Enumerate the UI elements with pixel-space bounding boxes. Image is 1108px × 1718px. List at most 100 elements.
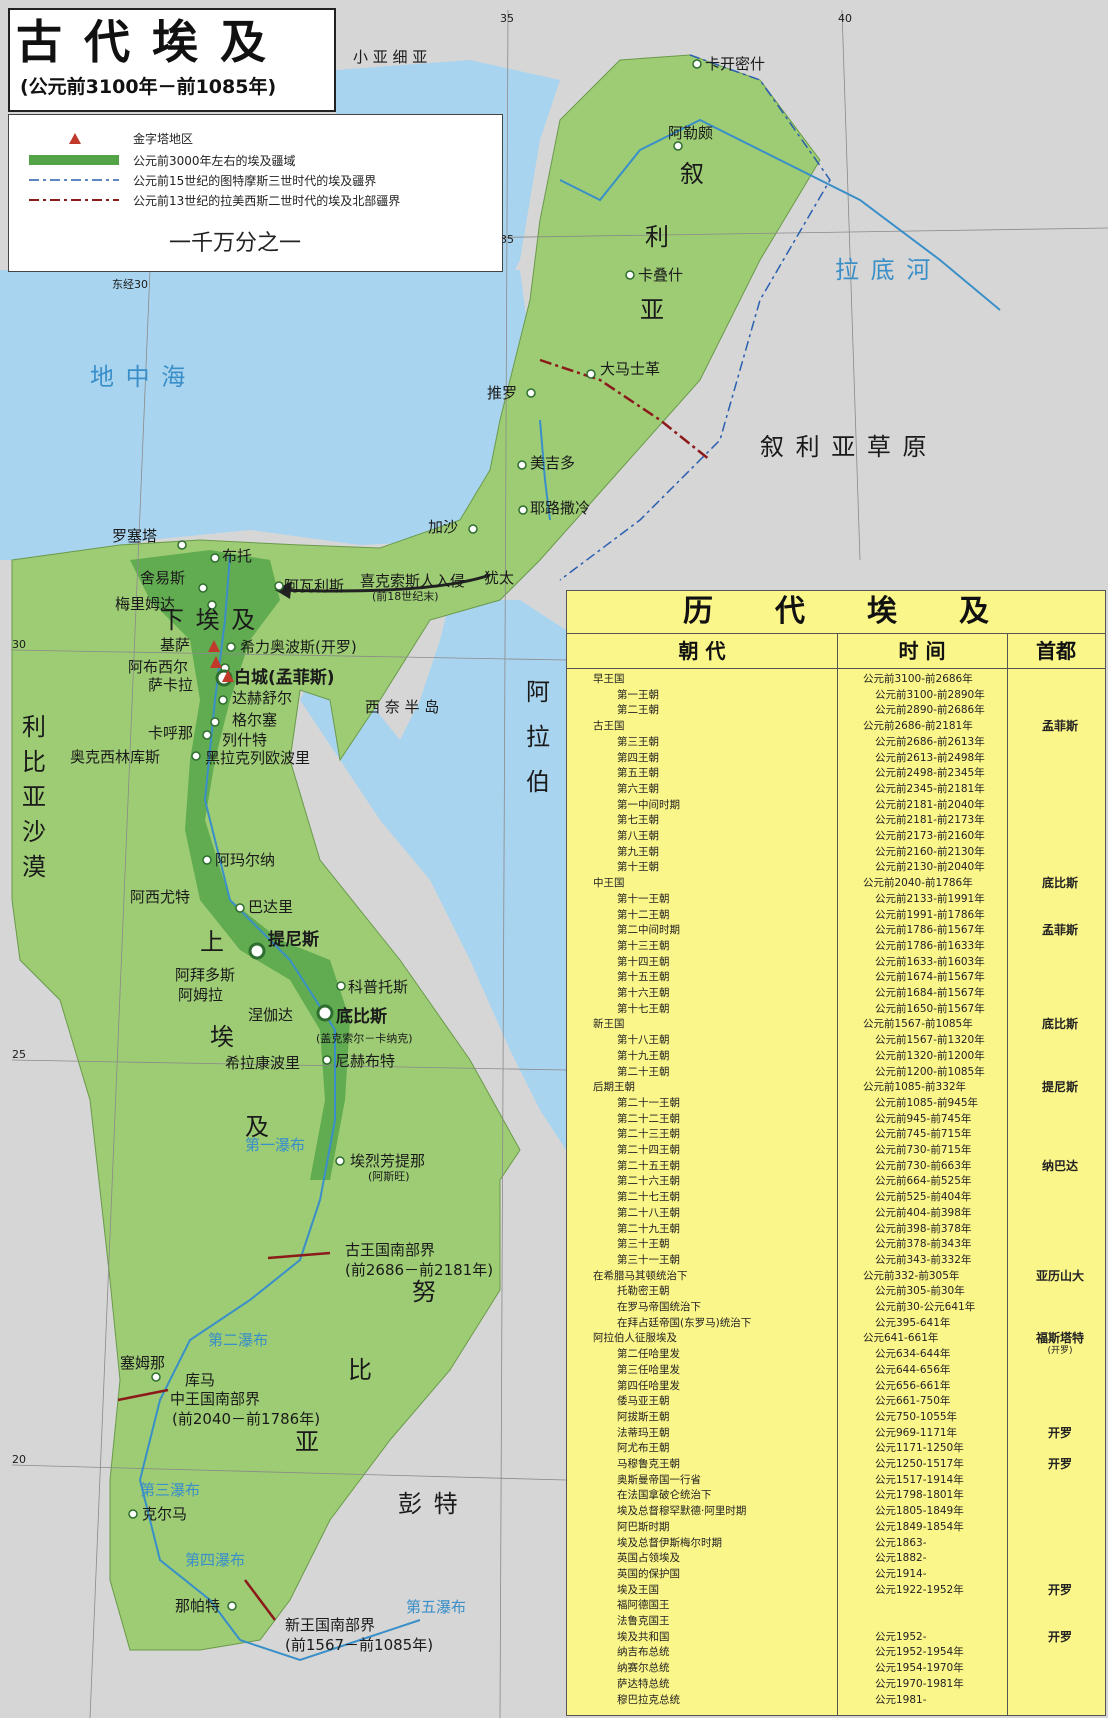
label-nk-border: 新王国南部界 <box>285 1616 375 1634</box>
dynasty-time: 公元前1674-前1567年 <box>875 971 985 984</box>
label-upper-3: 及 <box>245 1113 271 1141</box>
dynasty-name: 第十王朝 <box>617 861 659 874</box>
map-subtitle: (公元前3100年－前1085年) <box>20 76 277 98</box>
table-row: 第四任哈里发公元656-661年 <box>567 1378 1105 1394</box>
dynasty-name: 第十六王朝 <box>617 987 670 999</box>
dynasty-name: 纳吉布总统 <box>617 1646 670 1659</box>
table-row: 第十五王朝 公元前1674-前1567年 <box>567 969 1105 985</box>
dynasty-time: 公元634-644年 <box>875 1348 951 1361</box>
label-nk-border-date: (前1567－前1085年) <box>285 1636 433 1654</box>
dynasty-capital: 提尼斯 <box>1015 1079 1105 1095</box>
label-arabia-3: 伯 <box>526 768 552 796</box>
dynasty-name: 后期王朝 <box>593 1081 635 1094</box>
dynasty-name: 阿巴斯时期 <box>617 1520 670 1533</box>
table-row: 古王国公元前2686-前2181年孟菲斯 <box>567 718 1105 734</box>
dynasty-name: 第八王朝 <box>617 830 659 842</box>
dynasty-capital-name: 开罗 <box>1047 1425 1072 1440</box>
table-row: 在希腊马其顿统治下公元前332-前305年亚历山大 <box>567 1268 1105 1284</box>
dynasty-name: 福阿德国王 <box>617 1599 670 1612</box>
label-upper-2: 埃 <box>210 1023 236 1051</box>
sea-peoples-arrow <box>279 573 491 593</box>
label-kerma: 克尔马 <box>142 1505 187 1523</box>
label-syria-1: 叙 <box>680 160 706 188</box>
dynasty-time: 公元前945-前745年 <box>875 1112 972 1125</box>
arrow-head <box>275 581 292 599</box>
map-title: 古代埃及 <box>16 15 288 69</box>
table-row: 阿巴斯时期公元1849-1854年 <box>567 1519 1105 1535</box>
dynasty-time: 公元1798-1801年 <box>875 1489 964 1502</box>
table-row: 第二十四王朝公元前730-前715年 <box>567 1142 1105 1158</box>
dynasty-time: 公元1981- <box>875 1693 927 1706</box>
table-divider <box>837 633 838 1715</box>
pyramid-icon <box>29 129 119 147</box>
dynasty-capital: 孟菲斯 <box>1015 922 1105 938</box>
dynasty-capital-note: (开罗) <box>1047 1346 1073 1357</box>
table-row: 第二十王朝公元前1200-前1085年 <box>567 1064 1105 1080</box>
dynasty-time: 公元前2130-前2040年 <box>875 861 985 874</box>
table-row: 在罗马帝国统治下公元前30-公元641年 <box>567 1299 1105 1315</box>
table-row: 第一王朝公元前3100-前2890年 <box>567 687 1105 703</box>
table-row: 第八王朝公元前2173-前2160年 <box>567 828 1105 844</box>
label-heracleopolis: 黑拉克列欧波里 <box>205 749 310 767</box>
dynasty-time: 公元前1650-前1567年 <box>875 1002 985 1015</box>
dynasty-name: 英国的保护国 <box>617 1567 680 1580</box>
dynasty-table: 历代埃及 朝 代 时 间 首都 早王国公元前3100-前2686年第一王朝公元前… <box>566 590 1106 1716</box>
label-lisht: 列什特 <box>222 731 267 749</box>
table-row: 穆巴拉克总统 公元1981- <box>567 1692 1105 1708</box>
label-semna: 塞姆那 <box>120 1354 165 1372</box>
label-saqqara: 萨卡拉 <box>148 676 193 694</box>
table-divider <box>1007 633 1008 1715</box>
dynasty-capital-name: 开罗 <box>1047 1457 1072 1471</box>
dynasty-capital: 开罗 <box>1015 1456 1105 1472</box>
table-row: 第五王朝公元前2498-前2345年 <box>567 765 1105 781</box>
table-row: 第十七王朝公元前1650-前1567年 <box>567 1001 1105 1017</box>
table-row: 阿拔斯王朝公元750-1055年 <box>567 1409 1105 1425</box>
table-row: 第十一王朝公元前2133-前1991年 <box>567 891 1105 907</box>
dynasty-time: 公元644-656年 <box>875 1363 951 1376</box>
dynasty-time: 公元1914- <box>875 1567 927 1580</box>
legend-row-ramesses: 公元前13世纪的拉美西斯二世时代的埃及北部疆界 <box>29 191 400 209</box>
label-third-cataract: 第三瀑布 <box>140 1481 200 1499</box>
dynasty-name: 纳赛尔总统 <box>617 1662 670 1675</box>
dynasty-time: 公元1970-1981年 <box>875 1677 964 1690</box>
table-row: 福阿德国王 <box>567 1597 1105 1613</box>
label-rosetta: 罗塞塔 <box>112 527 157 545</box>
dynasty-time: 公元前2133-前1991年 <box>875 892 985 905</box>
dynasty-name: 在希腊马其顿统治下 <box>593 1269 688 1282</box>
dynasty-capital: 开罗 <box>1015 1425 1105 1441</box>
dynasty-time: 公元1863- <box>875 1536 927 1549</box>
dynasty-time: 公元前1085-前945年 <box>875 1096 979 1109</box>
dynasty-name: 穆巴拉克总统 <box>617 1693 680 1706</box>
dynasty-name: 早王国 <box>593 673 625 685</box>
dynasty-name: 在拜占廷帝国(东罗马)统治下 <box>617 1316 752 1329</box>
label-lat-25: 25 <box>12 1048 26 1061</box>
table-row: 第二任哈里发公元634-644年 <box>567 1346 1105 1362</box>
dynasty-name: 第二十一王朝 <box>617 1096 680 1109</box>
label-euphrates: 拉 底 河 <box>835 256 932 284</box>
table-row: 倭马亚王朝公元661-750年 <box>567 1393 1105 1409</box>
table-row: 萨达特总统公元1970-1981年 <box>567 1676 1105 1692</box>
dynasty-name: 第四王朝 <box>617 751 659 764</box>
label-mk-border-date: (前2040－前1786年) <box>172 1410 320 1428</box>
label-second-cataract: 第二瀑布 <box>208 1331 268 1349</box>
dynasty-name: 法蒂玛王朝 <box>617 1426 670 1439</box>
label-fourth-cataract: 第四瀑布 <box>185 1551 245 1569</box>
table-row: 第三十一王朝公元前343-前332年 <box>567 1252 1105 1268</box>
dynasty-capital: 亚历山大 <box>1015 1268 1105 1284</box>
dynasty-capital: 纳巴达 <box>1015 1158 1105 1174</box>
dynasty-name: 第三十一王朝 <box>617 1253 680 1266</box>
dynasty-name: 第十五王朝 <box>617 971 670 984</box>
label-abydos: 阿拜多斯 <box>175 966 235 984</box>
dynasty-time: 公元前2040-前1786年 <box>863 877 973 890</box>
dynasty-name: 埃及共和国 <box>617 1630 670 1643</box>
label-napata: 那帕特 <box>175 1597 220 1615</box>
label-naqada: 涅伽达 <box>248 1006 293 1024</box>
table-row: 埃及总督穆罕默德·阿里时期公元1805-1849年 <box>567 1503 1105 1519</box>
legend-row-pyramid: 金字塔地区 <box>29 129 193 147</box>
red-sea <box>300 600 566 1150</box>
label-merimde: 梅里姆达 <box>115 595 175 613</box>
table-row: 马穆鲁克王朝公元1250-1517年开罗 <box>567 1456 1105 1472</box>
dynasty-name: 第六王朝 <box>617 782 659 795</box>
dynasty-time: 公元前730-前715年 <box>875 1144 972 1156</box>
